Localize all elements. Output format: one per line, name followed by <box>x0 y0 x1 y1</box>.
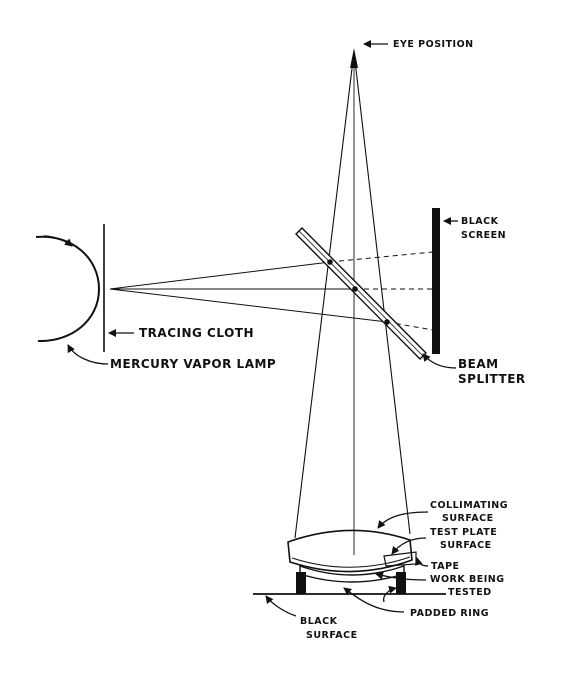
tape-leader <box>414 557 429 567</box>
test-plate-lower-surface <box>291 556 411 568</box>
ray-lower-dashed <box>386 321 434 331</box>
eye-position-label: EYE POSITION <box>393 39 474 50</box>
eye-position-marker <box>350 48 358 68</box>
test-plate-surface-label-1: TEST PLATE <box>430 527 497 538</box>
test-plate-leader <box>391 537 427 555</box>
ray-upper-dashed <box>329 251 434 263</box>
work-being-tested-label-1: WORK BEING <box>430 574 505 585</box>
beam-splitter <box>295 227 427 360</box>
tracing-cloth-label: TRACING CLOTH <box>139 326 254 340</box>
cone-left-edge <box>294 51 355 539</box>
work-being-tested-label-2: TESTED <box>448 587 492 598</box>
mercury-vapor-lamp-shape <box>35 235 101 343</box>
work-leader <box>375 571 427 581</box>
ray-upper <box>109 261 331 290</box>
black-surface-leader <box>265 595 297 617</box>
collimating-test-plate <box>287 529 413 573</box>
beam-splitter-point-upper <box>327 259 333 265</box>
padded-ring-label: PADDED RING <box>410 608 489 619</box>
padded-ring-left <box>296 572 306 594</box>
collimating-surface-label-1: COLLIMATING <box>430 500 508 511</box>
test-plate-surface-label-2: SURFACE <box>440 540 492 551</box>
mercury-vapor-lamp-label: MERCURY VAPOR LAMP <box>110 357 276 371</box>
ray-lower <box>109 288 388 323</box>
mercury-lamp-leader <box>67 344 109 365</box>
collimating-surface-label-2: SURFACE <box>442 513 494 524</box>
beam-splitter-leader <box>422 353 457 369</box>
padded-ring-right <box>396 572 406 594</box>
beam-splitter-point-middle <box>352 286 358 292</box>
cone-right-edge <box>353 51 411 535</box>
tape-label: TAPE <box>431 561 460 572</box>
padded-ring-leader-2 <box>382 585 397 603</box>
black-screen-label-2: SCREEN <box>461 230 506 241</box>
black-surface-label-2: SURFACE <box>306 630 358 641</box>
black-surface-label-1: BLACK <box>300 616 338 627</box>
beam-splitter-point-lower <box>384 319 390 325</box>
lamp-arrow-top <box>43 235 73 247</box>
collimating-leader <box>377 511 429 529</box>
beam-splitter-label-1: BEAM <box>458 357 499 371</box>
padded-ring-leader-1 <box>343 587 405 613</box>
black-screen <box>432 208 440 354</box>
optical-assembly <box>287 529 417 594</box>
beam-splitter-label-2: SPLITTER <box>458 372 526 386</box>
black-screen-label-1: BLACK <box>461 216 499 227</box>
